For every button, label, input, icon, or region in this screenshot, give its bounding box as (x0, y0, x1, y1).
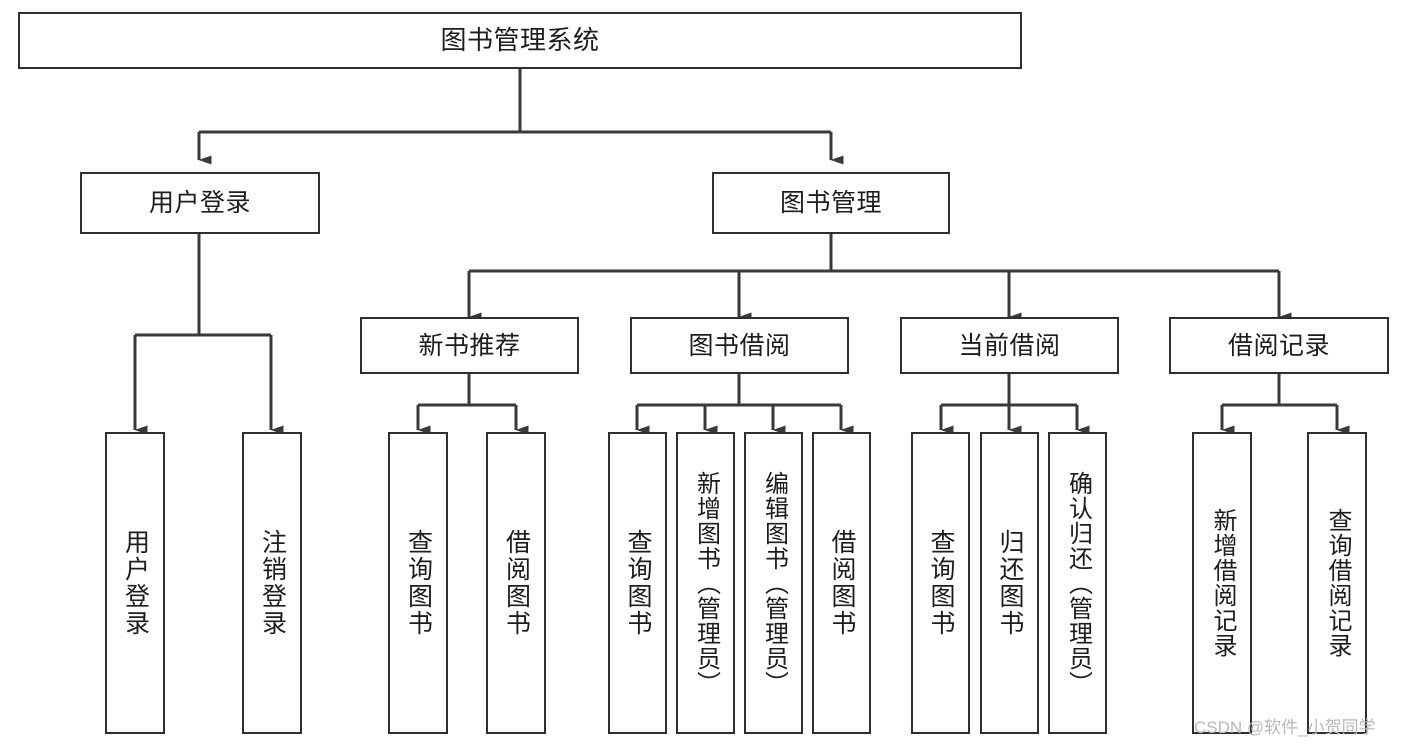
node-new-book-recommend-label: 新书推荐 (418, 331, 521, 360)
leaf-query-book-2[interactable]: 查询图书 (608, 432, 667, 734)
leaf-user-logout[interactable]: 注销登录 (242, 432, 302, 734)
leaf-query-book-3-label: 查询图书 (927, 529, 955, 637)
leaf-user-logout-label: 注销登录 (258, 529, 287, 637)
leaf-return-book-label: 归还图书 (996, 529, 1024, 637)
leaf-borrow-book-1[interactable]: 借阅图书 (486, 432, 546, 734)
node-user-login-label: 用户登录 (148, 189, 251, 217)
leaf-query-book-1[interactable]: 查询图书 (388, 432, 448, 734)
leaf-return-book[interactable]: 归还图书 (980, 432, 1039, 734)
node-current-borrow[interactable]: 当前借阅 (900, 317, 1119, 374)
node-borrow-record[interactable]: 借阅记录 (1169, 317, 1389, 374)
leaf-edit-book-label: 编辑图书（管理员） (760, 470, 788, 696)
node-user-login[interactable]: 用户登录 (80, 172, 320, 234)
node-current-borrow-label: 当前借阅 (958, 331, 1061, 360)
node-root-label: 图书管理系统 (440, 24, 600, 55)
leaf-query-book-1-label: 查询图书 (404, 529, 433, 637)
leaf-borrow-book-1-label: 借阅图书 (502, 529, 531, 637)
leaf-query-record[interactable]: 查询借阅记录 (1307, 432, 1367, 734)
watermark: CSDN @软件_小贺同学 (1194, 718, 1376, 737)
node-book-borrow-label: 图书借阅 (688, 331, 791, 360)
node-new-book-recommend[interactable]: 新书推荐 (360, 317, 579, 374)
leaf-user-login[interactable]: 用户登录 (105, 432, 165, 734)
leaf-add-book[interactable]: 新增图书（管理员） (676, 432, 735, 734)
node-book-management[interactable]: 图书管理 (712, 172, 950, 234)
node-root[interactable]: 图书管理系统 (18, 12, 1022, 69)
leaf-add-record-label: 新增借阅记录 (1209, 508, 1236, 658)
node-book-borrow[interactable]: 图书借阅 (630, 317, 849, 374)
leaf-user-login-label: 用户登录 (121, 529, 150, 637)
leaf-query-book-2-label: 查询图书 (624, 529, 652, 637)
leaf-add-book-label: 新增图书（管理员） (692, 470, 720, 696)
leaf-confirm-return[interactable]: 确认归还（管理员） (1048, 432, 1107, 734)
leaf-query-record-label: 查询借阅记录 (1324, 508, 1351, 658)
leaf-edit-book[interactable]: 编辑图书（管理员） (744, 432, 803, 734)
leaf-add-record[interactable]: 新增借阅记录 (1192, 432, 1252, 734)
node-borrow-record-label: 借阅记录 (1227, 331, 1330, 360)
node-book-management-label: 图书管理 (779, 189, 882, 217)
leaf-borrow-book-2-label: 借阅图书 (828, 529, 856, 637)
leaf-borrow-book-2[interactable]: 借阅图书 (812, 432, 871, 734)
leaf-confirm-return-label: 确认归还（管理员） (1064, 470, 1092, 696)
leaf-query-book-3[interactable]: 查询图书 (911, 432, 970, 734)
